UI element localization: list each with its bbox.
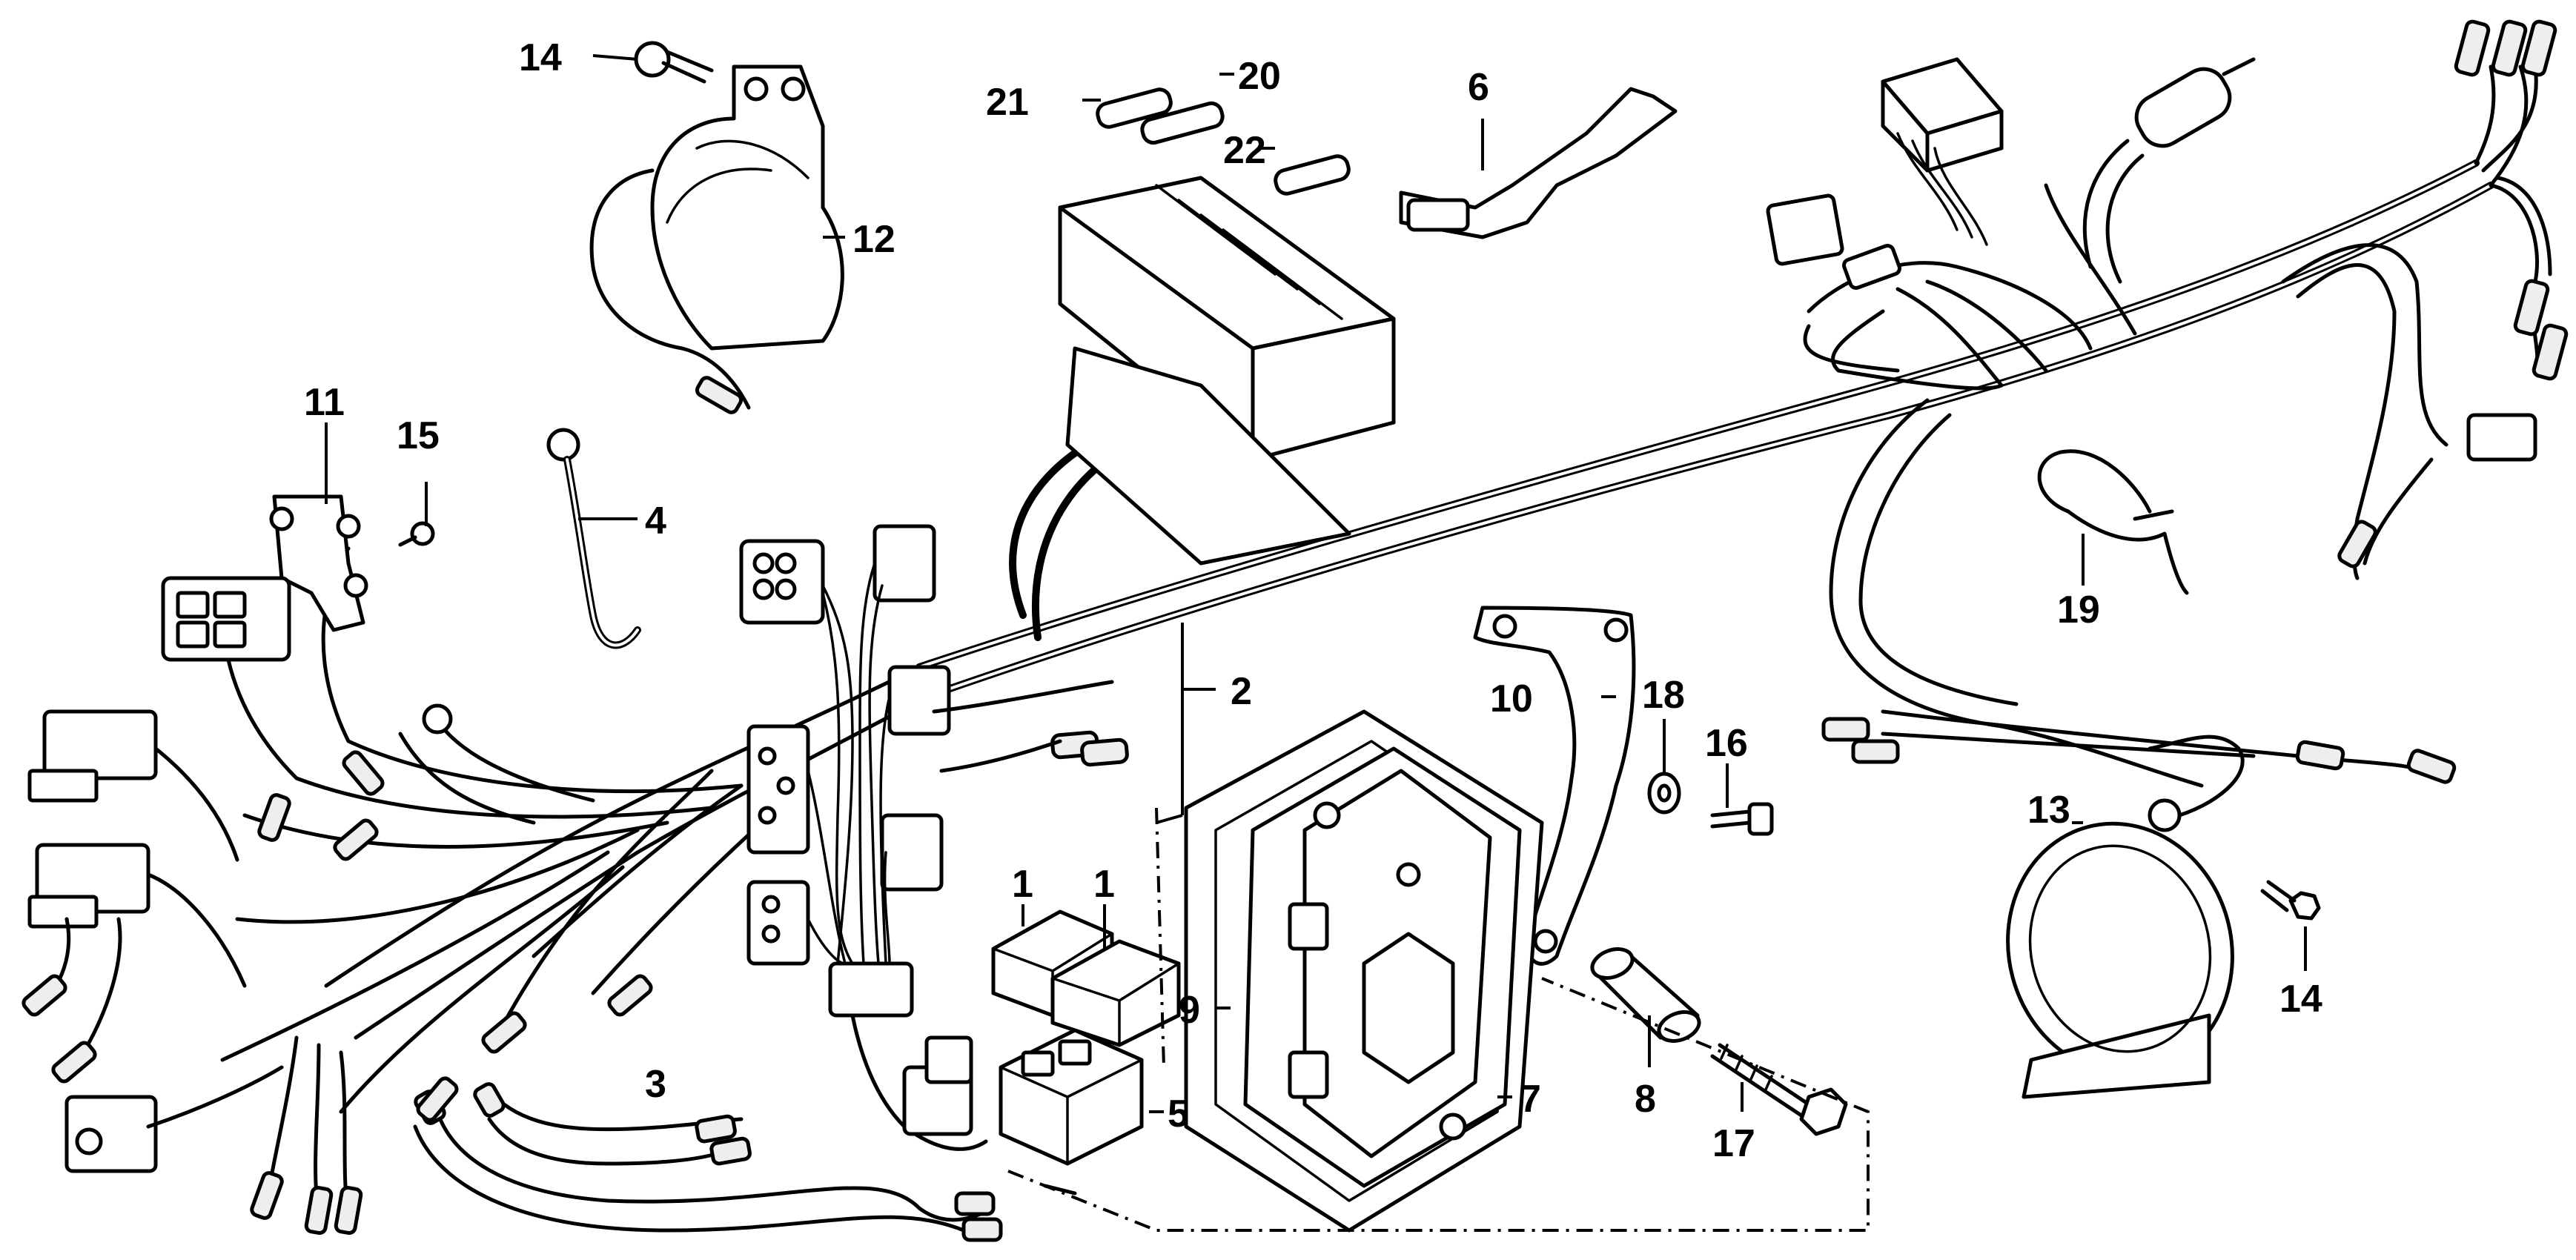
bracket-10 bbox=[1473, 606, 1636, 966]
callout-10: 10 bbox=[1490, 677, 1533, 720]
callout-6: 6 bbox=[1468, 66, 1489, 109]
callout-5: 5 bbox=[1168, 1092, 1189, 1135]
collar-8 bbox=[1590, 947, 1701, 1043]
callout-12: 12 bbox=[852, 218, 895, 261]
callout-14-right: 14 bbox=[2279, 978, 2322, 1021]
leader-lines bbox=[325, 54, 2307, 1113]
callout-labels: 14 12 11 15 4 21 20 22 6 2 1 1 9 5 7 3 1… bbox=[304, 36, 2322, 1165]
wire-clamp-19 bbox=[2037, 449, 2189, 595]
connector-11 bbox=[269, 494, 368, 632]
connector-cluster-center bbox=[739, 524, 1129, 1151]
left-terminals bbox=[21, 703, 653, 1236]
bolt-14-top bbox=[634, 41, 714, 84]
callout-3: 3 bbox=[645, 1063, 666, 1106]
fuse-21 bbox=[1096, 87, 1173, 129]
horn-12 bbox=[589, 64, 844, 414]
callout-4: 4 bbox=[645, 500, 666, 543]
fuse-22 bbox=[1274, 154, 1351, 196]
connector-top-right bbox=[1881, 57, 2004, 246]
callout-19: 19 bbox=[2057, 588, 2100, 631]
battery-strap-6 bbox=[1399, 87, 1678, 239]
mid-right-wires bbox=[1821, 709, 2457, 784]
callout-22: 22 bbox=[1223, 129, 1266, 172]
callout-18: 18 bbox=[1642, 674, 1685, 717]
callout-17: 17 bbox=[1712, 1122, 1755, 1165]
bolt-16 bbox=[1710, 802, 1774, 836]
screw-15 bbox=[398, 521, 435, 547]
callout-2: 2 bbox=[1231, 670, 1252, 713]
fuse-20 bbox=[1140, 101, 1225, 145]
connectors-far-right bbox=[2337, 19, 2569, 568]
callout-1b: 1 bbox=[1093, 863, 1115, 906]
fuse-box bbox=[1058, 176, 1396, 566]
ground-cable-4 bbox=[546, 428, 641, 649]
loose-wire-3 bbox=[413, 1082, 1077, 1242]
bolt-17 bbox=[1710, 1043, 1848, 1136]
callout-21: 21 bbox=[986, 81, 1029, 124]
assembly-boundary-line bbox=[1007, 807, 1870, 1232]
callout-15: 15 bbox=[397, 414, 440, 457]
callout-8: 8 bbox=[1635, 1078, 1656, 1121]
condenser bbox=[2082, 57, 2256, 284]
callout-13: 13 bbox=[2027, 789, 2070, 832]
callout-16: 16 bbox=[1705, 722, 1748, 765]
bolt-14-right bbox=[2260, 880, 2321, 921]
main-wire-harness bbox=[220, 64, 2552, 1114]
washer-18 bbox=[1647, 772, 1681, 815]
callout-14-top: 14 bbox=[519, 36, 562, 79]
relay-small bbox=[1766, 193, 1901, 291]
callout-9: 9 bbox=[1179, 989, 1200, 1032]
multi-pin-coupler-left bbox=[27, 576, 291, 1173]
callout-7: 7 bbox=[1520, 1078, 1541, 1121]
relay-socket-5 bbox=[999, 1028, 1144, 1166]
horn-13 bbox=[2006, 735, 2245, 1099]
callout-20: 20 bbox=[1238, 55, 1281, 98]
regulator-7 bbox=[1243, 746, 1522, 1188]
callout-11: 11 bbox=[304, 381, 345, 424]
relay-1b bbox=[1050, 939, 1181, 1047]
callout-1a: 1 bbox=[1012, 863, 1033, 906]
